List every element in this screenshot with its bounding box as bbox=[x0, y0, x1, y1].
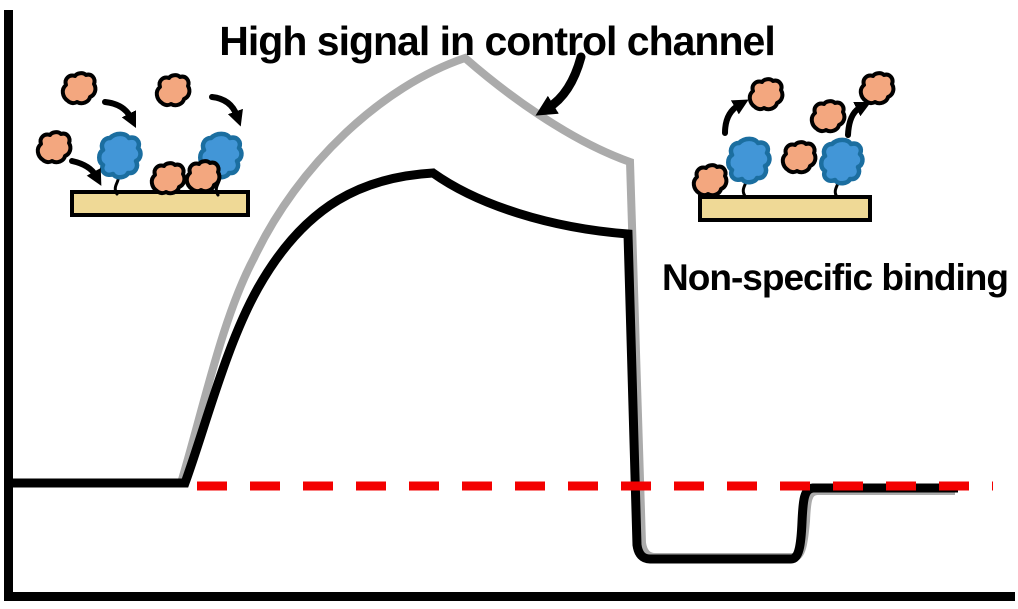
analyte-molecule bbox=[35, 130, 73, 165]
non-specific-binding-label: Non-specific binding bbox=[662, 257, 1008, 298]
ligand-molecule bbox=[821, 140, 862, 183]
analyte-molecule bbox=[60, 71, 98, 106]
analyte-molecule bbox=[780, 140, 818, 175]
ligand-molecule bbox=[728, 139, 769, 182]
analyte-molecule bbox=[858, 71, 896, 106]
analyte-molecule bbox=[809, 99, 847, 134]
analyte-molecule bbox=[747, 77, 785, 112]
sensor-surface bbox=[70, 190, 250, 217]
binding-illustration-left bbox=[35, 71, 250, 217]
control-annotation-arrow-icon bbox=[535, 52, 586, 116]
analyte-molecule-bound bbox=[149, 161, 187, 196]
analyte-molecule-bound bbox=[184, 159, 222, 194]
binding-arrow-icon bbox=[69, 158, 102, 186]
dissociation-illustration-right bbox=[691, 71, 896, 222]
binding-arrow-icon bbox=[102, 99, 137, 129]
control-channel-label: High signal in control channel bbox=[219, 18, 774, 64]
sensor-surface bbox=[698, 195, 872, 222]
sample-channel-curve bbox=[13, 168, 958, 564]
analyte-molecule bbox=[154, 73, 192, 108]
ligand-molecule bbox=[99, 134, 140, 177]
unbinding-arrow-icon bbox=[845, 101, 872, 138]
binding-arrow-icon bbox=[209, 94, 243, 127]
analyte-molecule-bound bbox=[691, 163, 729, 198]
unbinding-arrow-icon bbox=[722, 99, 749, 136]
